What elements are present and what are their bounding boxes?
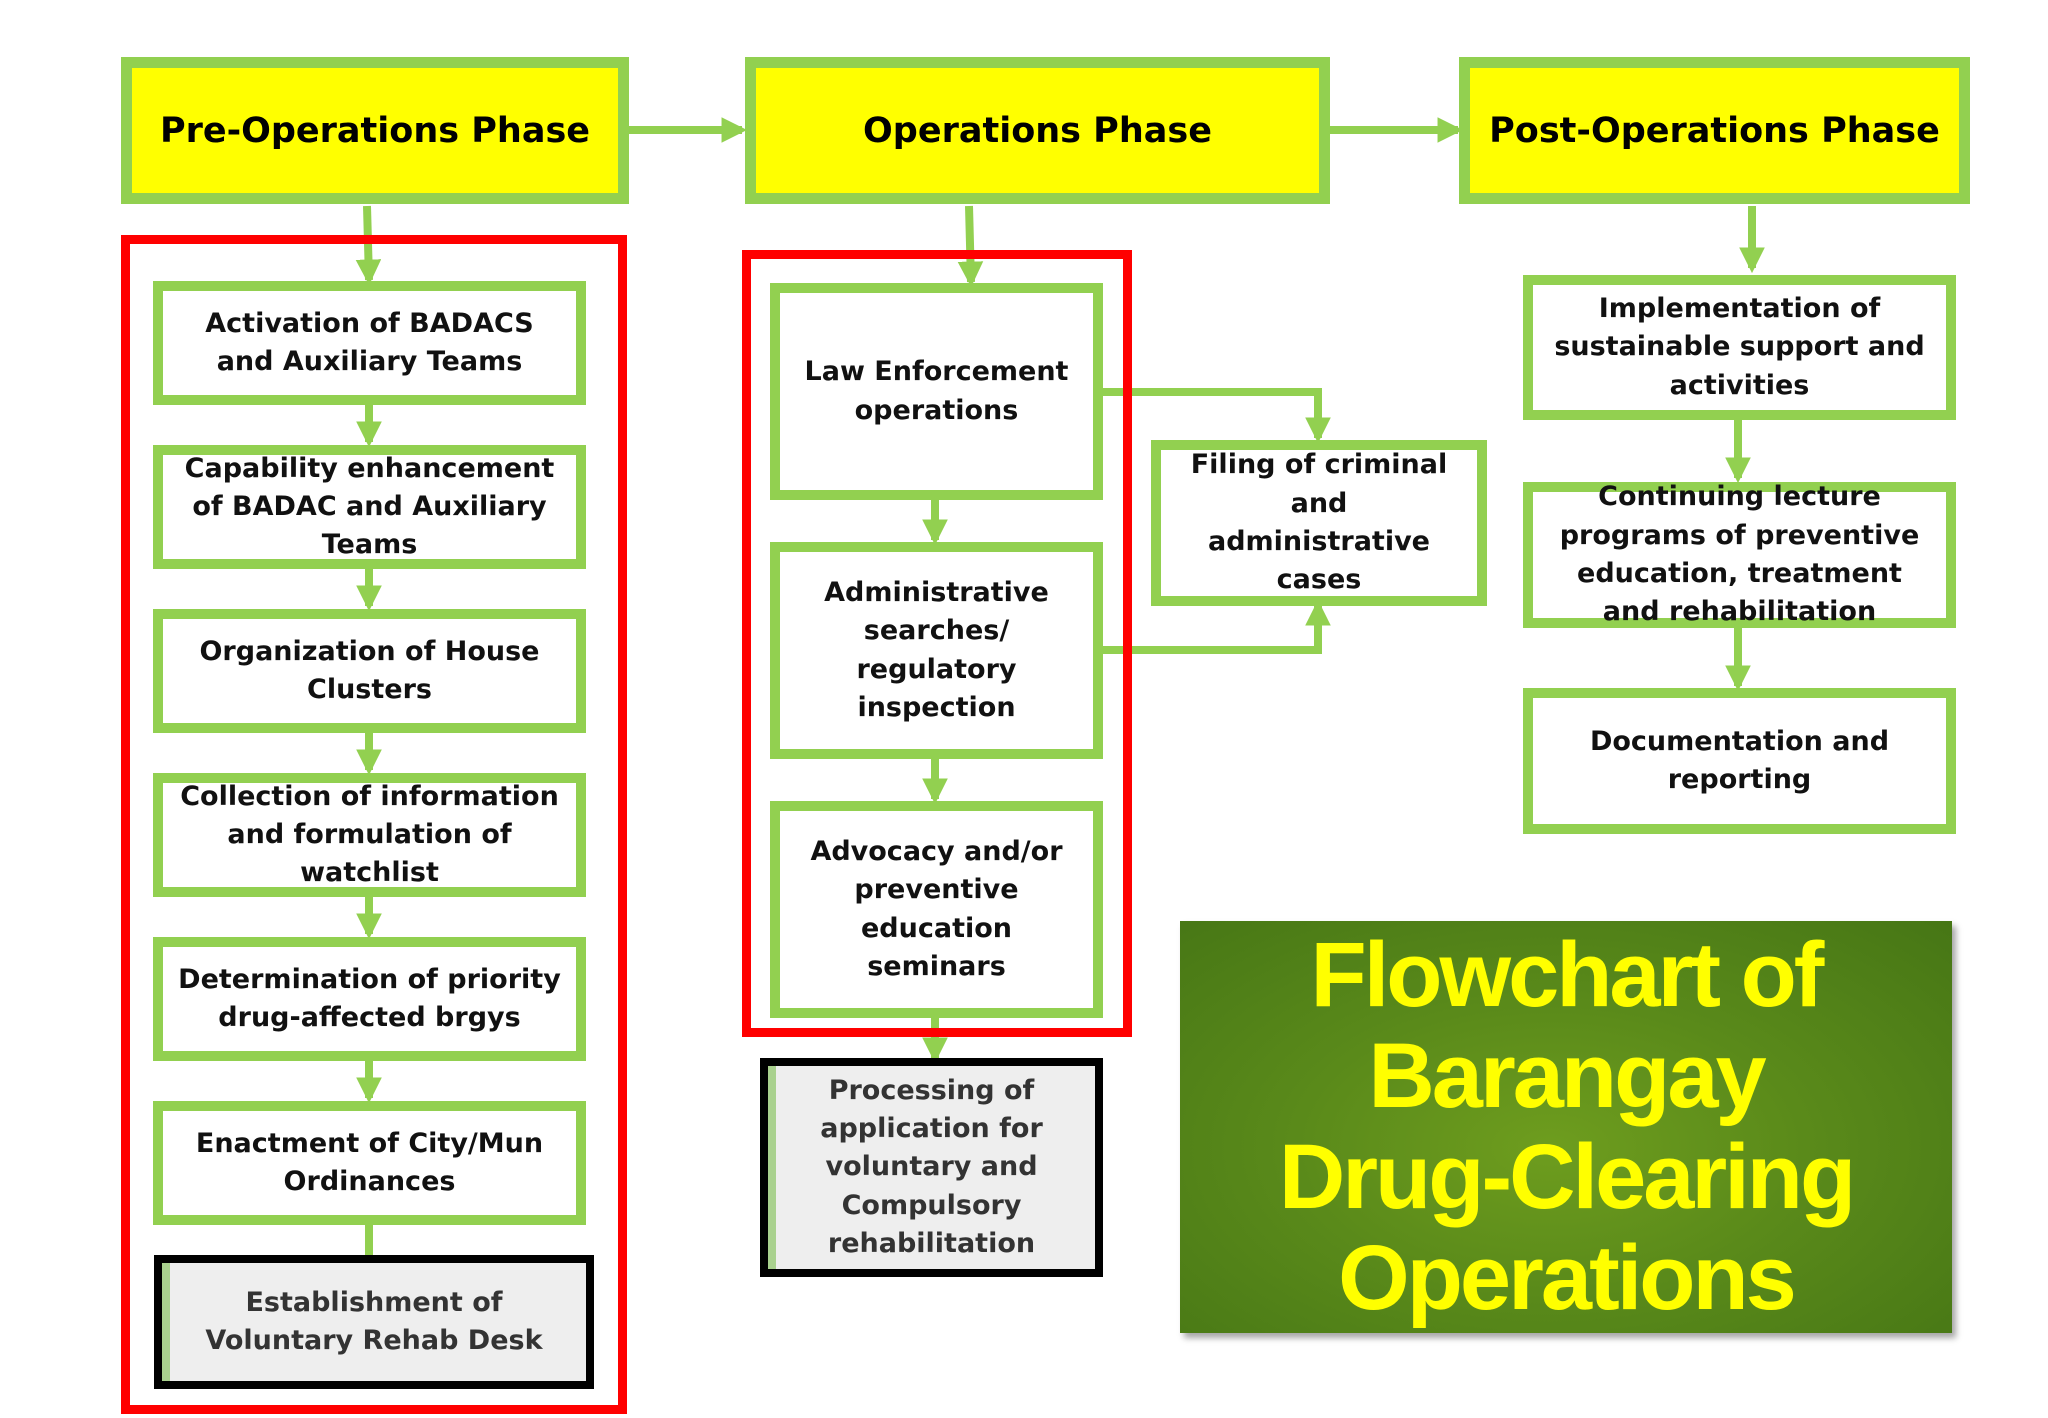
ops-step-advocacy-label: Advocacy and/or preventive education sem… [810, 835, 1063, 982]
pre-step-ordinances: Enactment of City/Mun Ordinances [153, 1101, 586, 1225]
operations-phase: Operations Phase [745, 57, 1330, 204]
pre-operations-phase-label: Pre-Operations Phase [159, 110, 591, 151]
ops-step-admin-searches: Administrative searches/ regulatory insp… [770, 542, 1103, 759]
ops-step-law-enforcement: Law Enforcement operations [770, 283, 1103, 500]
filing-cases-box: Filing of criminal and administrative ca… [1151, 440, 1487, 606]
pre-step-rehab-desk-label: Establishment of Voluntary Rehab Desk [205, 1286, 543, 1356]
ops-step-rehab-processing: Processing of application for voluntary … [760, 1058, 1103, 1277]
operations-phase-label: Operations Phase [863, 110, 1212, 151]
title-line-1: Flowchart of [1310, 923, 1825, 1026]
post-step-documentation-label: Documentation and reporting [1589, 725, 1890, 795]
pre-step-house-clusters: Organization of House Clusters [153, 609, 586, 733]
filing-cases-label: Filing of criminal and administrative ca… [1190, 449, 1448, 596]
pre-operations-phase: Pre-Operations Phase [121, 57, 629, 204]
ops-step-law-enforcement-label: Law Enforcement operations [804, 356, 1069, 426]
pre-step-rehab-desk: Establishment of Voluntary Rehab Desk [154, 1255, 594, 1389]
post-operations-phase-label: Post-Operations Phase [1489, 110, 1940, 151]
pre-step-capability-label: Capability enhancement of BADAC and Auxi… [184, 452, 555, 561]
arrow-law-to-filing [1100, 388, 1331, 444]
pre-step-house-clusters-label: Organization of House Clusters [199, 635, 540, 705]
title-line-2: Barangay [1368, 1024, 1766, 1127]
pre-step-activation: Activation of BADACS and Auxiliary Teams [153, 281, 586, 405]
ops-step-admin-searches-label: Administrative searches/ regulatory insp… [824, 576, 1049, 723]
pre-step-watchlist-label: Collection of information and formulatio… [180, 780, 559, 889]
title-line-4: Operations [1338, 1227, 1797, 1330]
post-step-lecture-programs-label: Continuing lecture programs of preventiv… [1559, 481, 1920, 628]
title-panel: Flowchart of Barangay Drug-Clearing Oper… [1180, 921, 1952, 1333]
flowchart-title: Flowchart of Barangay Drug-Clearing Oper… [1278, 923, 1856, 1330]
post-step-sustainable-support: Implementation of sustainable support an… [1523, 275, 1956, 420]
ops-step-rehab-processing-label: Processing of application for voluntary … [820, 1074, 1043, 1259]
post-step-documentation: Documentation and reporting [1523, 688, 1956, 834]
arrow-admin-to-filing [1100, 599, 1331, 654]
arrow-pre-phase-to-step1 [355, 205, 382, 286]
ops-step-advocacy: Advocacy and/or preventive education sem… [770, 801, 1103, 1018]
post-operations-phase: Post-Operations Phase [1459, 57, 1970, 204]
pre-step-watchlist: Collection of information and formulatio… [153, 773, 586, 897]
pre-step-capability: Capability enhancement of BADAC and Auxi… [153, 445, 586, 569]
post-step-lecture-programs: Continuing lecture programs of preventiv… [1523, 481, 1956, 628]
pre-step-priority-brgys: Determination of priority drug-affected … [153, 937, 586, 1061]
arrow-ops-phase-to-step1 [957, 205, 984, 288]
pre-step-ordinances-label: Enactment of City/Mun Ordinances [195, 1127, 544, 1197]
pre-step-priority-brgys-label: Determination of priority drug-affected … [178, 963, 561, 1033]
post-step-sustainable-support-label: Implementation of sustainable support an… [1554, 293, 1925, 401]
title-line-3: Drug-Clearing [1278, 1126, 1856, 1228]
pre-step-activation-label: Activation of BADACS and Auxiliary Teams [205, 307, 534, 377]
